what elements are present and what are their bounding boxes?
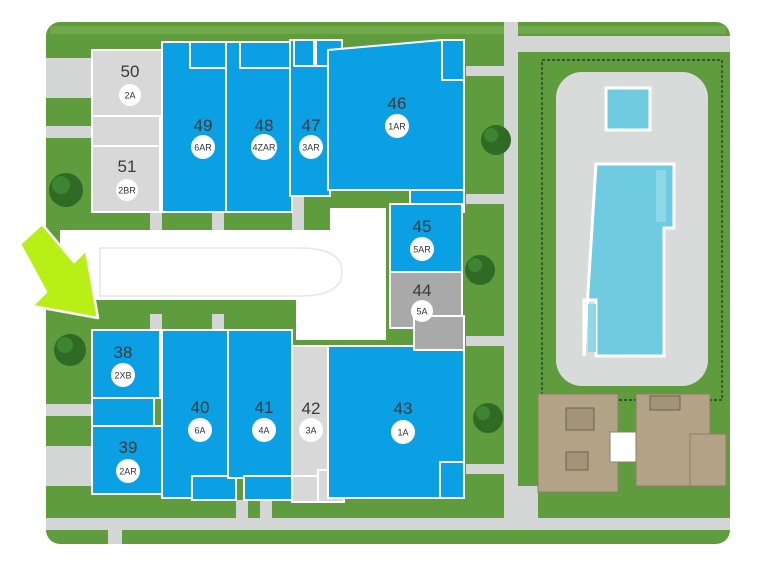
connector-bot-2 [212,314,224,330]
unit-type-label: 2A [124,91,135,101]
walk-left-d [46,446,92,486]
pool-step [656,170,666,222]
sidewalk-east [504,22,518,522]
unit-50[interactable]: 50 2A [91,49,165,147]
unit-51[interactable]: 51 2BR [91,145,161,213]
unit-number: 46 [388,94,407,113]
pool [582,162,676,358]
sidewalk-lower-right [518,486,538,518]
spa [604,86,652,132]
tree-icon [481,125,511,155]
grass-highlight [50,26,726,34]
clubhouse-patio [689,433,727,487]
connector-top-3 [292,196,304,230]
unit-type-label: 2AR [119,467,137,477]
sidewalk-south [46,518,730,530]
unit-43[interactable]: 43 1A [327,345,465,499]
walk-right-c [466,336,504,346]
unit-number: 49 [194,116,213,135]
unit-40[interactable]: 40 6A [161,329,237,501]
clubhouse-table [565,407,595,431]
clubhouse-link [609,431,641,463]
unit-number: 48 [255,116,274,135]
unit-number: 38 [114,343,133,362]
sidewalk-top-right [518,36,730,52]
unit-type-label: 4ZAR [252,143,276,153]
unit-number: 51 [118,157,137,176]
unit-number: 41 [255,398,274,417]
pool-fence [541,59,723,401]
unit-type-label: 1AR [388,122,406,132]
unit-type-label: 3A [305,426,316,436]
unit-number: 44 [413,281,432,300]
unit-number: 50 [121,62,140,81]
unit-type-label: 5AR [413,245,431,255]
entrance-arrow-icon [18,222,100,320]
walk-left-b [46,126,92,138]
sidewalk-south-gap [108,530,122,544]
connector-bot-1 [150,314,162,330]
unit-type-label: 6A [194,426,205,436]
driveway [60,208,386,340]
walk-right-b [466,194,504,204]
unit-type-label: 2XB [114,371,131,381]
unit-number: 47 [302,116,321,135]
unit-type-label: 5A [416,307,427,317]
tree-icon [54,334,86,366]
driveway-turnaround [99,247,343,297]
connector-bot-4 [260,500,272,518]
walk-left-c [46,404,92,416]
unit-type-label: 6AR [194,143,212,153]
unit-type-label: 3AR [302,143,320,153]
connector-bot-3 [236,500,248,518]
unit-number: 45 [413,217,432,236]
unit-48[interactable]: 48 4ZAR [225,41,293,213]
unit-number: 43 [394,399,413,418]
clubhouse-fixture [649,395,681,411]
unit-47[interactable]: 47 3AR [289,39,343,197]
unit-44[interactable]: 44 5A [389,271,465,351]
walk-right-a [466,66,504,76]
walk-left-a [46,58,92,98]
connector-top-1 [150,212,162,230]
unit-number: 42 [302,399,321,418]
unit-45[interactable]: 45 5AR [389,203,463,273]
unit-type-label: 4A [258,426,269,436]
tree-icon [465,255,495,285]
unit-38[interactable]: 38 2XB [91,329,161,427]
tree-icon [473,403,503,433]
unit-type-label: 2BR [118,186,136,196]
tree-icon [49,173,83,207]
unit-number: 40 [191,398,210,417]
unit-type-label: 1A [397,428,408,438]
connector-top-2 [212,212,224,230]
unit-41[interactable]: 41 4A [227,329,293,501]
pool-step-2 [588,304,596,352]
walk-right-d [466,464,504,474]
clubhouse-sofa [565,451,589,471]
unit-39[interactable]: 39 2AR [91,425,165,495]
unit-number: 39 [119,438,138,457]
unit-49[interactable]: 49 6AR [161,41,229,213]
unit-46[interactable]: 46 1AR [327,39,465,213]
